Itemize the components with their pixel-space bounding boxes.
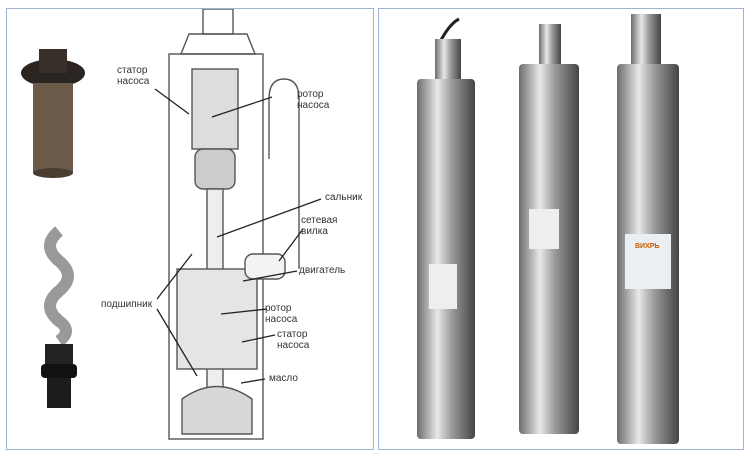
- pump-photo-1: [417, 17, 475, 439]
- pump-cutaway-drawing: [21, 9, 322, 440]
- pump-cross-section-panel: статор насоса ротор насоса сальник сетев…: [6, 8, 374, 450]
- pump-photo-2: [519, 24, 579, 434]
- label-pump-stator-top: статор насоса: [117, 65, 150, 87]
- pump-photo-3: [617, 14, 679, 444]
- label-pump-rotor-top: ротор насоса: [297, 89, 330, 111]
- label-seal: сальник: [325, 192, 363, 203]
- label-bearing: подшипник: [101, 299, 153, 310]
- pump-body-outline: [168, 9, 300, 440]
- label-motor: двигатель: [299, 265, 346, 276]
- brand-label: ВИХРЬ: [635, 243, 660, 250]
- strainer-filter-image: [21, 49, 85, 178]
- screw-rotor-image: [41, 226, 77, 408]
- pump-photos-panel: ВИХРЬ: [378, 8, 744, 450]
- label-power-plug: сетевая вилка: [301, 215, 338, 237]
- pump-photos: [417, 14, 679, 444]
- label-pump-rotor-bottom: ротор насоса: [265, 303, 298, 325]
- leader-lines: [154, 88, 322, 384]
- label-oil: масло: [269, 373, 298, 384]
- label-pump-stator-bottom: статор насоса: [277, 329, 310, 351]
